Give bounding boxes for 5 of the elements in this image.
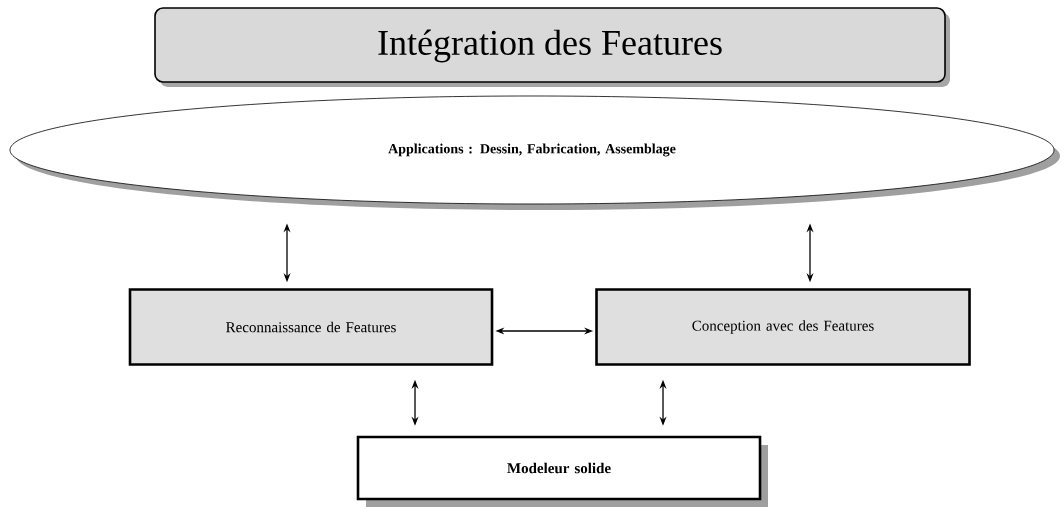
process-box: Modeleur solide — [356, 435, 768, 507]
title-box: Intégration des Features — [154, 7, 950, 87]
ellipse-node: Applications : Dessin, Fabrication, Assemblage — [9, 95, 1060, 210]
process-box: Reconnaissance de Features — [128, 288, 494, 366]
process-box: Conception avec des Features — [595, 288, 971, 366]
